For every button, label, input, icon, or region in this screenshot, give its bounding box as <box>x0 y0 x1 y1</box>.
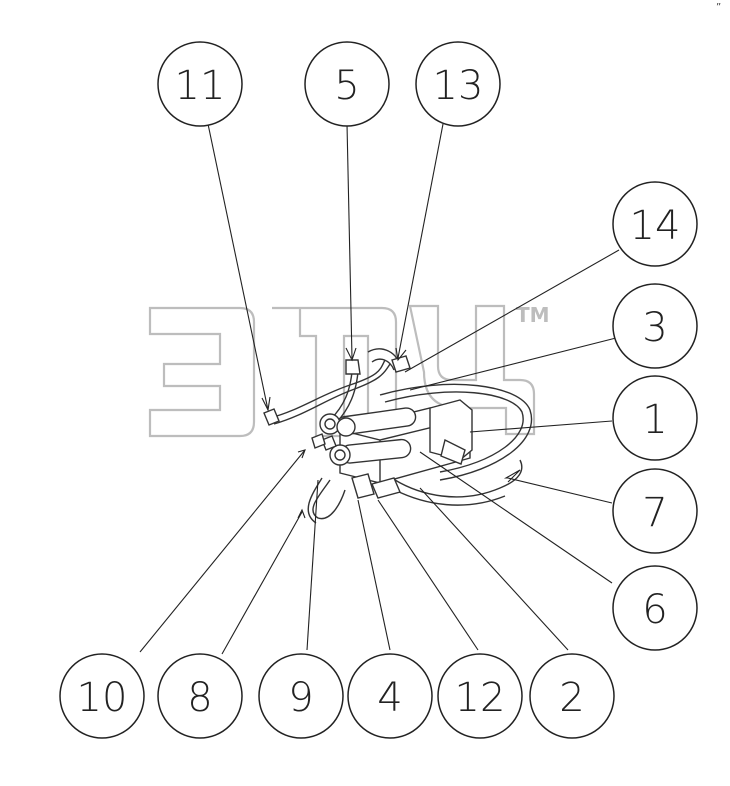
callout-10: 10 <box>59 653 145 739</box>
callout-9: 9 <box>258 653 344 739</box>
hose-8 <box>312 479 346 520</box>
callout-label: 3 <box>642 305 667 351</box>
watermark-logo: TM <box>148 303 550 438</box>
callout-4: 4 <box>347 653 433 739</box>
callout-label: 4 <box>377 675 402 721</box>
callout-label: 6 <box>642 587 667 633</box>
callout-label: 1 <box>642 397 667 443</box>
callout-13: 13 <box>415 41 501 127</box>
valve-right <box>429 399 473 461</box>
callout-2: 2 <box>529 653 615 739</box>
watermark-trademark: TM <box>516 303 550 327</box>
callout-6: 6 <box>612 565 698 651</box>
callout-7: 7 <box>612 468 698 554</box>
callout-3: 3 <box>612 283 698 369</box>
callout-12: 12 <box>437 653 523 739</box>
hose-loop-7 <box>379 383 533 481</box>
callout-label: 12 <box>455 675 506 721</box>
callout-5: 5 <box>304 41 390 127</box>
callout-label: 7 <box>642 490 667 536</box>
callout-8: 8 <box>157 653 243 739</box>
callout-label: 5 <box>334 63 359 109</box>
hose-bottom-2 <box>394 459 523 498</box>
callout-1: 1 <box>612 375 698 461</box>
corner-mark: ” <box>716 2 721 13</box>
callout-label: 13 <box>433 63 484 109</box>
callout-label: 9 <box>288 675 313 721</box>
callout-11: 11 <box>157 41 243 127</box>
callout-14: 14 <box>612 181 698 267</box>
callout-label: 2 <box>559 675 584 721</box>
callout-label: 14 <box>630 203 681 249</box>
fitting-4 <box>351 473 375 499</box>
leader-lines <box>139 123 620 655</box>
fitting-11 <box>263 408 280 426</box>
fitting-12 <box>371 477 401 499</box>
callout-label: 8 <box>187 675 212 721</box>
hydraulic-assembly <box>263 348 533 524</box>
callout-label: 10 <box>77 675 128 721</box>
callout-label: 11 <box>175 63 226 109</box>
